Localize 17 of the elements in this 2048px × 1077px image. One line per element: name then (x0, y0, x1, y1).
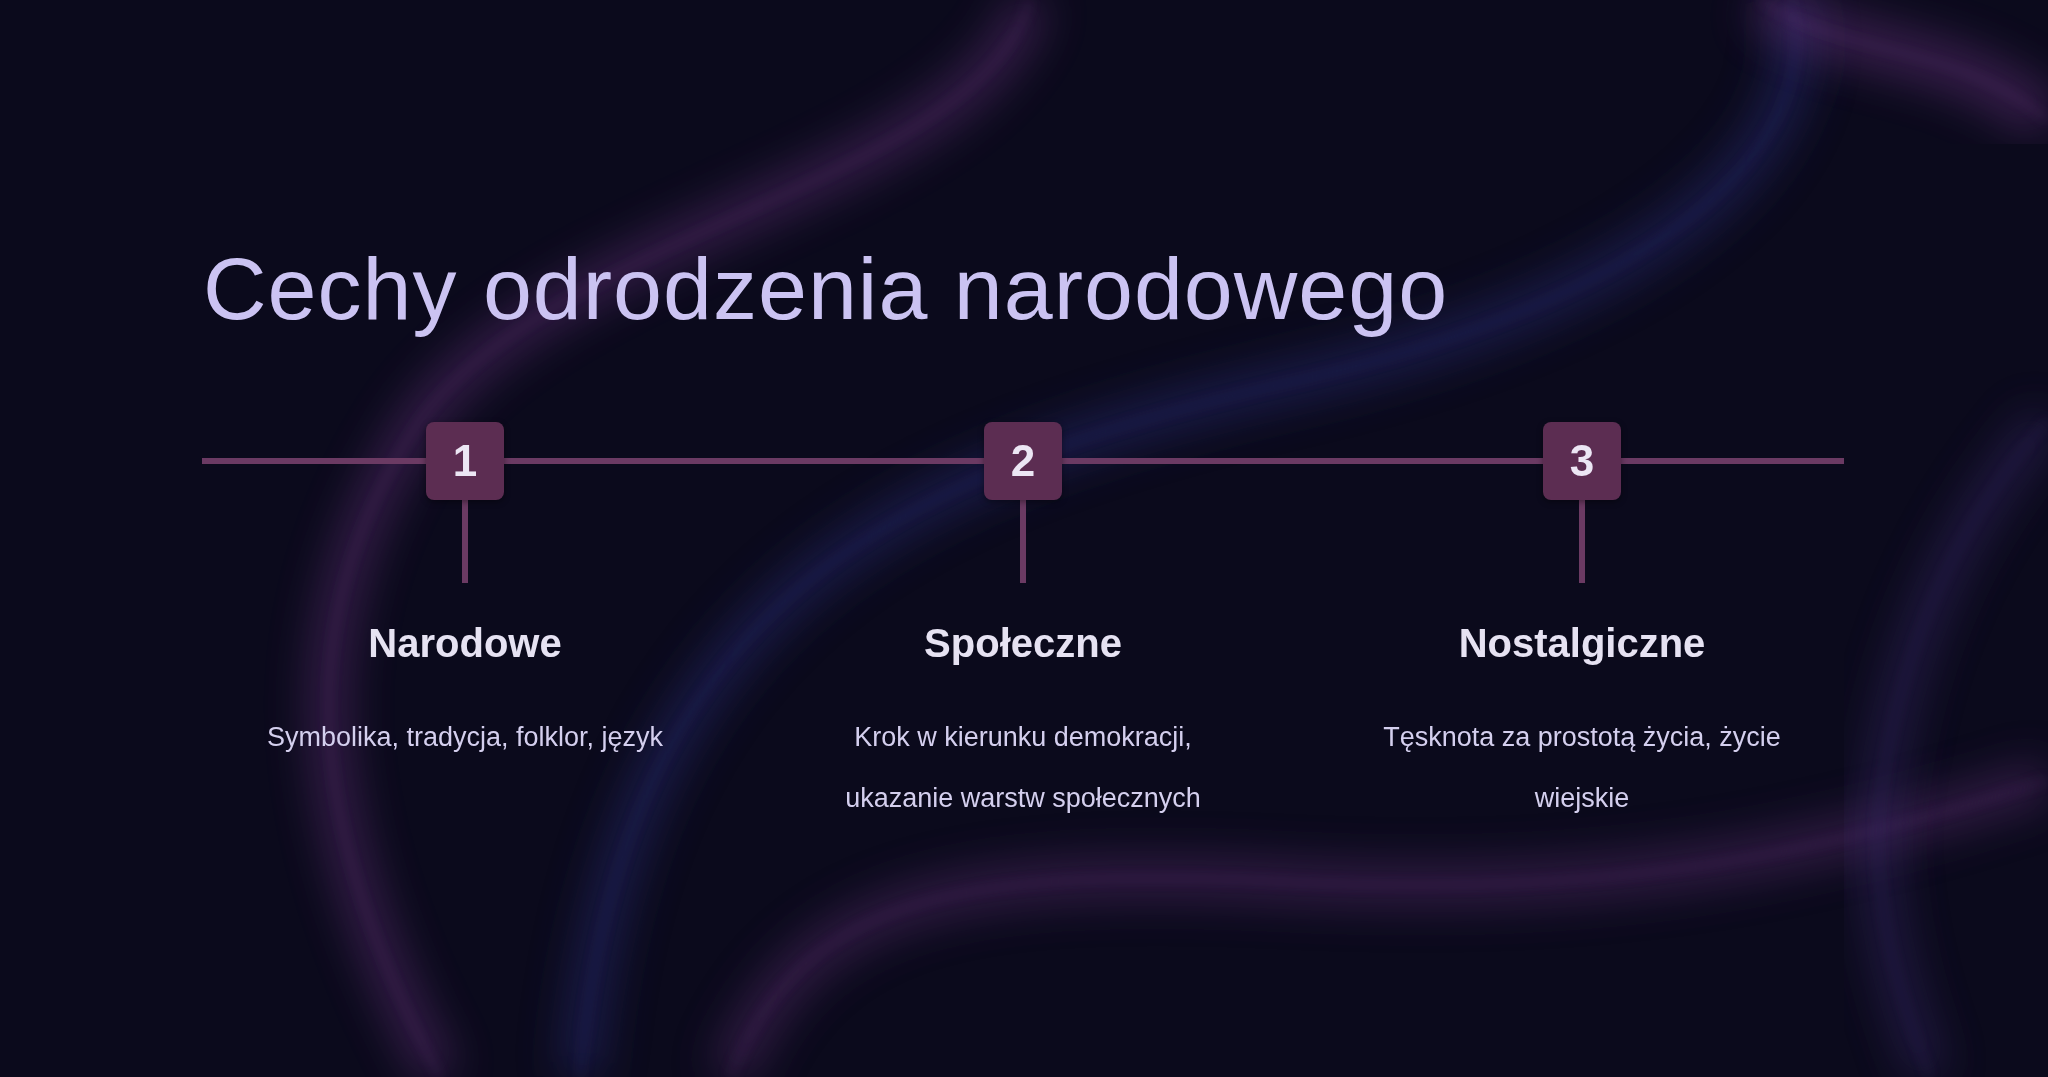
description-text: Symbolika, tradycja, folklor, język (265, 721, 665, 754)
step-marker: 1 (426, 422, 504, 500)
step-marker: 2 (984, 422, 1062, 500)
column-heading: Nostalgiczne (1458, 620, 1706, 667)
timeline-line (202, 458, 426, 464)
description-text: Tęsknota za prostotą życia, życie wiejskie (1382, 721, 1782, 815)
column-heading: Narodowe (368, 620, 562, 667)
timeline-line (1062, 458, 1543, 464)
timeline-line (504, 458, 984, 464)
connector-line (462, 500, 468, 583)
step-marker: 3 (1543, 422, 1621, 500)
slide-title: Cechy odrodzenia narodowego (203, 238, 1449, 340)
timeline-line (1621, 458, 1844, 464)
connector-line (1579, 500, 1585, 583)
description-text: Krok w kierunku demokracji, ukazanie warstw społecznych (844, 721, 1202, 815)
column-heading: Społeczne (924, 620, 1122, 667)
connector-line (1020, 500, 1026, 583)
